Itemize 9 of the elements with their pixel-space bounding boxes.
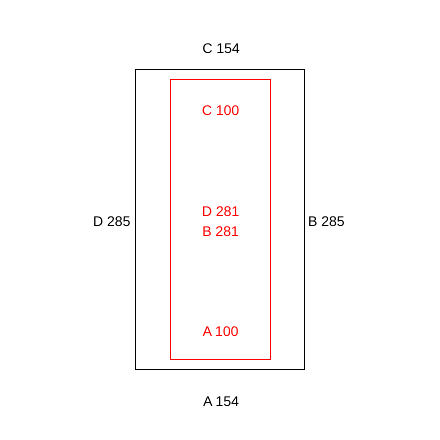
dimension-label: C 154 [202, 40, 240, 56]
inner-rectangle [170, 79, 271, 360]
dimension-label: A 154 [203, 393, 239, 409]
dimension-label: C 100 [202, 102, 240, 118]
dimension-label: B 285 [308, 212, 345, 228]
dimension-label: D 281 [202, 202, 240, 218]
dimension-label: B 281 [202, 222, 239, 238]
dimension-label: A 100 [202, 323, 238, 339]
dimension-label: D 285 [93, 212, 130, 228]
